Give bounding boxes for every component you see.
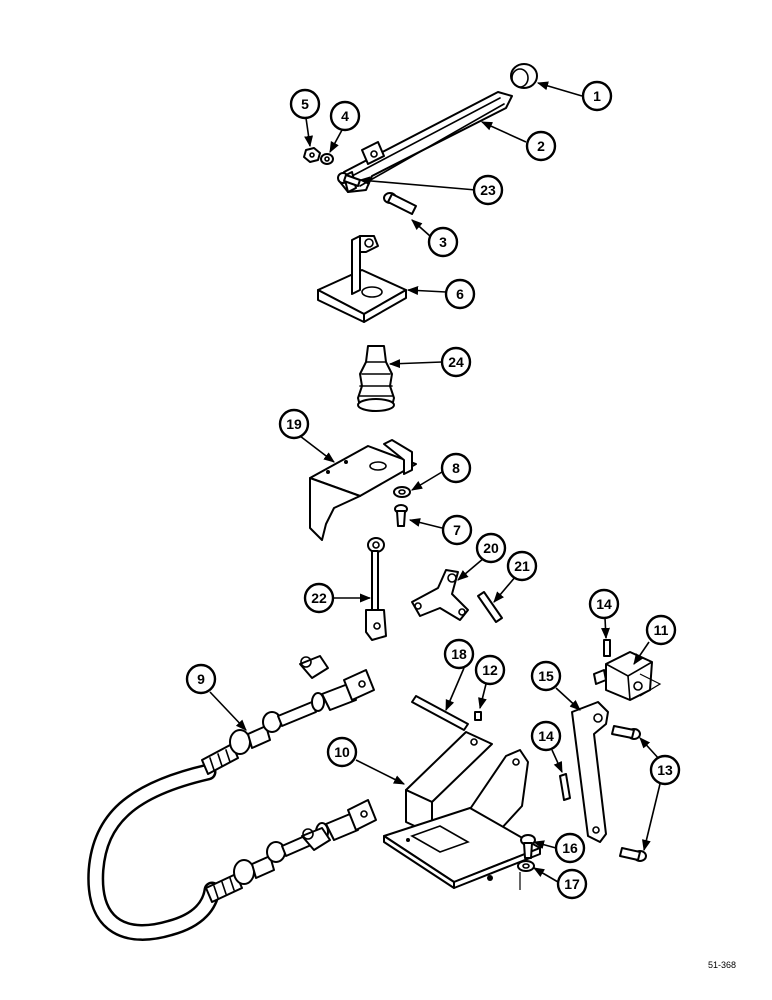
callout-22: 22 — [303, 582, 335, 614]
part-control-cable — [87, 655, 377, 941]
callout-label: 14 — [596, 596, 612, 612]
callout-4: 4 — [329, 100, 361, 132]
part-bolt-13a — [611, 725, 641, 740]
callout-label: 22 — [311, 590, 327, 606]
callout-label: 9 — [197, 671, 205, 687]
part-small-screw-lower — [559, 773, 571, 801]
callout-10: 10 — [326, 736, 358, 768]
callout-label: 18 — [451, 646, 467, 662]
callout-23: 23 — [472, 174, 504, 206]
part-mounting-bracket — [309, 439, 417, 541]
callout-1: 1 — [581, 80, 613, 112]
callout-label: 14 — [538, 728, 554, 744]
callout-label: 21 — [514, 558, 530, 574]
part-pivot-bolt — [383, 192, 417, 215]
callout-label: 7 — [453, 522, 461, 538]
callout-6: 6 — [444, 278, 476, 310]
callout-9: 9 — [185, 663, 217, 695]
callout-label: 17 — [564, 876, 580, 892]
part-long-pin — [411, 695, 469, 731]
callout-label: 1 — [593, 88, 601, 104]
part-washer — [320, 153, 334, 165]
callout-12: 12 — [474, 654, 506, 686]
callout-label: 11 — [654, 622, 669, 638]
callout-label: 24 — [448, 354, 464, 370]
part-washer-8 — [393, 486, 411, 498]
callout-3: 3 — [427, 226, 459, 258]
part-link-rod — [365, 537, 387, 641]
callout-15: 15 — [530, 660, 562, 692]
callout-16: 16 — [554, 832, 586, 864]
part-bell-crank — [411, 569, 469, 621]
part-knob — [510, 63, 538, 89]
part-small-pin-12 — [474, 711, 482, 721]
callout-label: 16 — [562, 840, 578, 856]
callout-11: 11 — [645, 614, 677, 646]
callout-13: 13 — [649, 754, 681, 786]
callout-label: 20 — [483, 540, 499, 556]
part-small-screw-upper — [603, 639, 611, 657]
callout-24: 24 — [440, 346, 472, 378]
part-washer-17 — [517, 860, 535, 872]
part-curved-lever — [571, 701, 609, 843]
callout-17: 17 — [556, 868, 588, 900]
callout-label: 19 — [286, 416, 302, 432]
callout-label: 15 — [538, 668, 554, 684]
callout-14-lower: 14 — [530, 720, 562, 752]
part-small-bolt — [337, 172, 361, 187]
callout-21: 21 — [506, 550, 538, 582]
callout-7: 7 — [441, 514, 473, 546]
part-bolt-13b — [619, 847, 647, 862]
callout-5: 5 — [289, 88, 321, 120]
callout-20: 20 — [475, 532, 507, 564]
callout-18: 18 — [443, 638, 475, 670]
callout-label: 5 — [301, 96, 309, 112]
callout-label: 4 — [341, 108, 349, 124]
callout-label: 3 — [439, 234, 447, 250]
callout-label: 10 — [334, 744, 350, 760]
part-base-plate — [317, 235, 407, 323]
callout-label: 13 — [657, 762, 673, 778]
reference-code: 51-368 — [708, 960, 736, 970]
callout-label: 8 — [452, 460, 460, 476]
part-rubber-boot — [357, 345, 395, 412]
leader-lines — [209, 81, 662, 890]
callout-19: 19 — [278, 408, 310, 440]
part-nut — [303, 147, 321, 163]
callout-14-upper: 14 — [588, 588, 620, 620]
callout-8: 8 — [440, 452, 472, 484]
part-support-bracket — [383, 731, 541, 889]
callout-label: 6 — [456, 286, 464, 302]
callout-2: 2 — [525, 130, 557, 162]
part-bolt-16 — [520, 834, 536, 859]
callout-label: 12 — [482, 662, 498, 678]
part-bolt-7 — [394, 504, 408, 527]
callout-label: 23 — [480, 182, 496, 198]
part-pin-21 — [477, 591, 503, 623]
callout-label: 2 — [537, 138, 545, 154]
